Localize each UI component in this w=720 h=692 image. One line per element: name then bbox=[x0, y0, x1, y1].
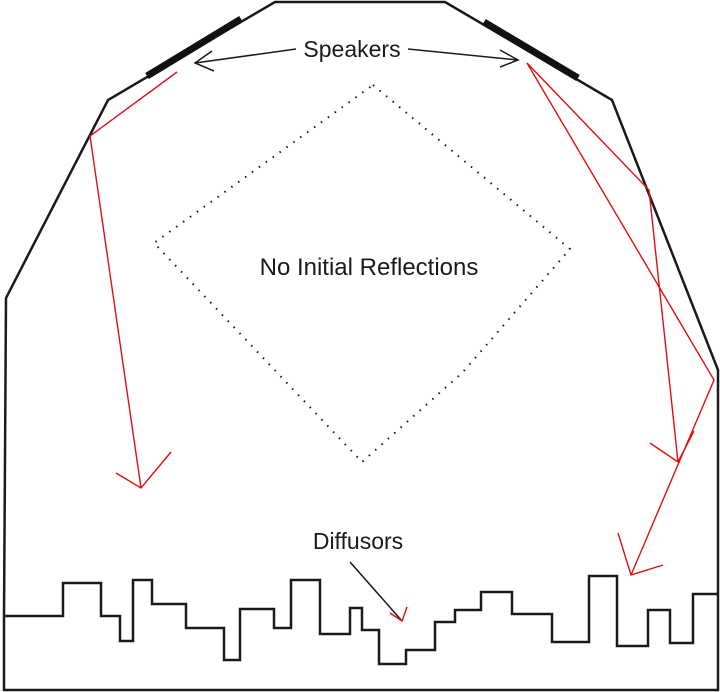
speaker-left bbox=[145, 16, 243, 79]
diffusors-pointer-head bbox=[389, 606, 408, 623]
speakers-label: Speakers bbox=[303, 36, 400, 62]
speakers-pointer-left bbox=[193, 48, 297, 72]
diffusors-label: Diffusors bbox=[313, 528, 403, 554]
reflection-ray-right-a bbox=[526, 62, 695, 464]
reflection-ray-right-b bbox=[526, 62, 715, 576]
diffusors-pointer bbox=[349, 561, 403, 622]
speaker-right bbox=[482, 18, 580, 82]
diffusor-profile bbox=[4, 574, 718, 666]
no-reflection-zone bbox=[152, 83, 572, 464]
speakers-pointer-right bbox=[407, 48, 520, 68]
reflection-ray-left bbox=[89, 71, 178, 489]
zone-label: No Initial Reflections bbox=[260, 254, 479, 281]
